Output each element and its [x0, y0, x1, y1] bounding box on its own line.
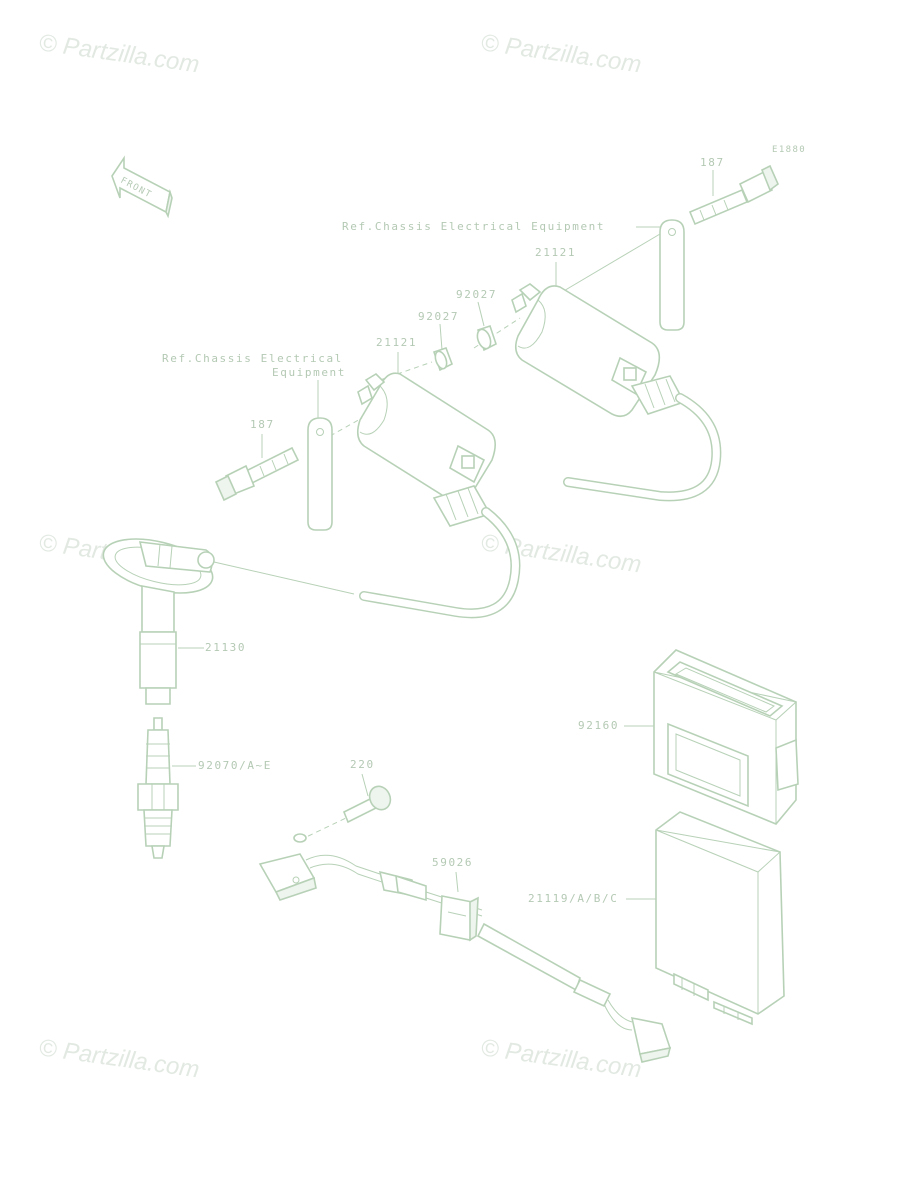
clamp: [439, 895, 479, 942]
watermark: © Partzilla.com: [479, 1034, 643, 1083]
front-arrow-icon: FRONT: [111, 155, 173, 219]
diagram-code: E1880: [772, 145, 806, 155]
watermark: © Partzilla.com: [37, 1034, 201, 1083]
igniter-label: 21119/A/B/C: [528, 892, 618, 905]
bracket-left: [307, 417, 333, 531]
harness: [258, 833, 672, 1063]
lower-ref-label-1: Ref.Chassis Electrical: [162, 352, 343, 365]
cdi-case: [653, 649, 799, 825]
plug-cap-label: 21130: [205, 641, 246, 654]
igniter: [655, 811, 785, 1026]
collar-left-label: 92027: [418, 310, 459, 323]
screw: [342, 785, 392, 824]
screw-label: 220: [350, 758, 375, 771]
upper-ref-label: Ref.Chassis Electrical Equipment: [342, 220, 605, 233]
spark-plug: [137, 717, 179, 859]
spark-plug-label: 92070/A~E: [198, 759, 272, 772]
bolt-lower: [214, 446, 300, 502]
coil-left-label: 21121: [376, 336, 417, 349]
bolt-lower-label: 187: [250, 418, 275, 431]
cdi-case-label: 92160: [578, 719, 619, 732]
plug-cap: [102, 538, 215, 705]
collar-left: [432, 346, 454, 372]
bolt-upper-label: 187: [700, 156, 725, 169]
bracket-upper: [659, 219, 685, 331]
watermark: © Partzilla.com: [479, 29, 643, 78]
coil-left: [356, 372, 496, 527]
coil-right: [511, 283, 686, 418]
bolt-upper: [688, 164, 779, 226]
collar-right-label: 92027: [456, 288, 497, 301]
clamp-label: 59026: [432, 856, 473, 869]
lower-ref-label-2: Equipment: [272, 366, 346, 379]
collar-right: [476, 324, 497, 352]
coil-left-boot: [432, 485, 492, 527]
coil-right-label: 21121: [535, 246, 576, 259]
watermark: © Partzilla.com: [37, 29, 201, 78]
